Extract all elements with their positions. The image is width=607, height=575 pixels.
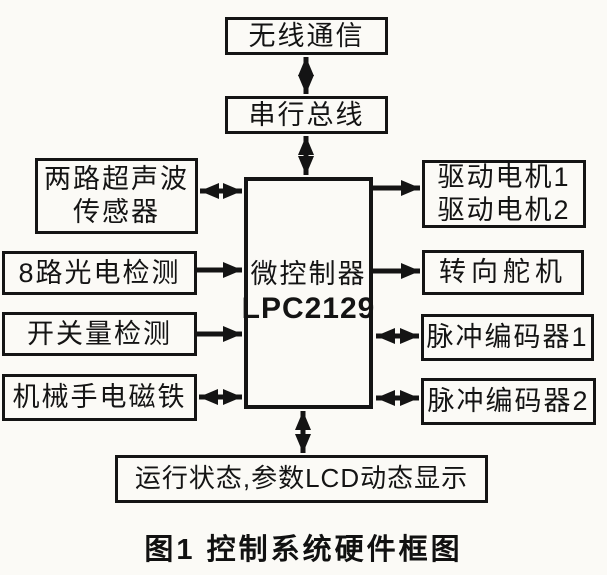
- node-label: 微控制器: [250, 259, 367, 290]
- node-steering-servo: 转向舵机: [422, 250, 584, 295]
- node-ultrasonic-sensors: 两路超声波 传感器: [35, 158, 198, 234]
- node-lcd-display: 运行状态,参数LCD动态显示: [115, 455, 488, 503]
- node-label: 传感器: [73, 197, 160, 227]
- node-electromagnet: 机械手电磁铁: [2, 374, 197, 421]
- node-label: 脉冲编码器2: [427, 386, 590, 417]
- node-label: 脉冲编码器1: [426, 322, 589, 353]
- node-label: 8路光电检测: [18, 257, 181, 288]
- node-label: 串行总线: [248, 99, 365, 130]
- node-drive-motors: 驱动电机1 驱动电机2: [422, 160, 586, 228]
- node-label: 驱动电机1: [437, 162, 571, 193]
- node-label: 无线通信: [248, 20, 365, 51]
- node-label: 驱动电机2: [437, 195, 571, 225]
- node-label: 开关量检测: [27, 318, 172, 349]
- node-serial-bus: 串行总线: [225, 96, 388, 134]
- node-switch-detect: 开关量检测: [2, 312, 197, 356]
- node-label: 转向舵机: [439, 257, 567, 288]
- node-label: 两路超声波: [44, 164, 189, 195]
- node-pulse-encoder-1: 脉冲编码器1: [421, 314, 594, 361]
- figure-caption: 图1 控制系统硬件框图: [144, 534, 463, 566]
- node-label: 运行状态,参数LCD动态显示: [134, 463, 469, 494]
- node-mcu: 微控制器 LPC2129: [241, 177, 376, 409]
- node-label: 机械手电磁铁: [12, 382, 187, 413]
- node-wireless-comm: 无线通信: [225, 17, 388, 55]
- node-photoelectric-detect: 8路光电检测: [2, 251, 197, 295]
- node-pulse-encoder-2: 脉冲编码器2: [421, 378, 596, 425]
- node-label-model: LPC2129: [241, 292, 376, 326]
